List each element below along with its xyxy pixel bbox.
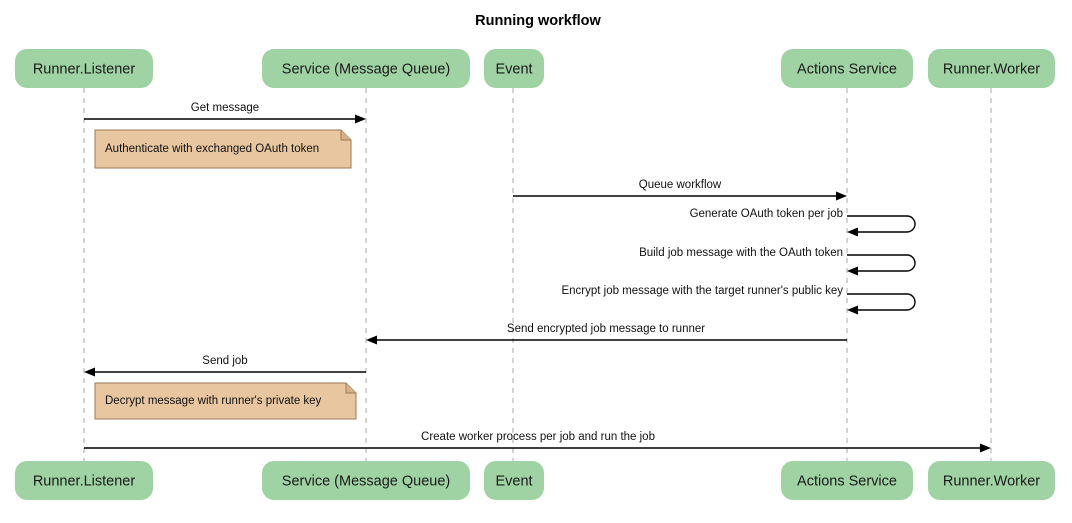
note-body (94, 129, 352, 169)
message-label: Encrypt job message with the target runn… (561, 285, 843, 297)
participant-label: Actions Service (797, 474, 897, 490)
participant-box (484, 49, 544, 88)
message-create-worker-process-per-job-and-run-the-job[interactable]: Create worker process per job and run th… (84, 431, 991, 453)
lifelines-group (83, 88, 992, 461)
participant-box (484, 461, 544, 500)
participant-label: Runner.Listener (33, 62, 136, 78)
note-decrypt-message-with-runners-private-key: Decrypt message with runner's private ke… (94, 382, 357, 420)
arrowhead (847, 305, 858, 315)
participant-label: Service (Message Queue) (282, 62, 450, 78)
participant-box (928, 461, 1055, 500)
arrowhead (836, 191, 847, 201)
participant-label: Service (Message Queue) (282, 474, 450, 490)
participant-runner-worker-header[interactable]: Runner.Worker (928, 49, 1055, 88)
message-build-job-message-with-the-oauth-token[interactable]: Build job message with the OAuth token (639, 247, 916, 276)
participant-box (262, 49, 470, 88)
participants-header-group: Runner.Listener Service (Message Queue) Ev… (15, 49, 1055, 88)
self-loop-path (847, 254, 916, 272)
participants-footer-group: Runner.Listener Service (Message Queue) Ev… (15, 461, 1055, 500)
arrowhead (355, 114, 366, 124)
participant-actions-service-header[interactable]: Actions Service (781, 49, 913, 88)
arrowhead (847, 227, 858, 237)
message-label: Generate OAuth token per job (690, 208, 843, 220)
participant-box (781, 49, 913, 88)
participant-event-header[interactable]: Event (484, 49, 544, 88)
participant-runner-worker-footer[interactable]: Runner.Worker (928, 461, 1055, 500)
participant-event-footer[interactable]: Event (484, 461, 544, 500)
message-send-job[interactable]: Send job (84, 355, 366, 377)
notes-group: Authenticate with exchanged OAuth tokenD… (94, 129, 357, 420)
message-label: Queue workflow (639, 179, 722, 191)
note-label: Decrypt message with runner's private ke… (105, 395, 322, 407)
self-loop-path (847, 293, 916, 311)
participant-runner-listener-header[interactable]: Runner.Listener (15, 49, 153, 88)
page-title: Running workflow (475, 13, 601, 29)
message-generate-oauth-token-per-job[interactable]: Generate OAuth token per job (690, 208, 916, 237)
participant-label: Actions Service (797, 62, 897, 78)
participant-box (15, 461, 153, 500)
arrowhead (84, 367, 95, 377)
note-body (94, 382, 357, 420)
participant-label: Runner.Worker (943, 474, 1040, 490)
arrowhead (980, 443, 991, 453)
message-label: Send job (202, 355, 247, 367)
note-fold-corner (345, 383, 356, 394)
message-label: Get message (191, 102, 259, 114)
arrowhead (847, 266, 858, 276)
participant-service-message-queue-header[interactable]: Service (Message Queue) (262, 49, 470, 88)
self-loop-path (847, 215, 916, 233)
message-label: Send encrypted job message to runner (507, 323, 705, 335)
participant-box (928, 49, 1055, 88)
message-get-message[interactable]: Get message (84, 102, 366, 124)
message-label: Create worker process per job and run th… (421, 431, 655, 443)
message-encrypt-job-message-with-the-target-runners-public-key[interactable]: Encrypt job message with the target runn… (561, 285, 916, 315)
participant-box (15, 49, 153, 88)
participant-box (781, 461, 913, 500)
participant-label: Runner.Listener (33, 474, 136, 490)
participant-label: Event (495, 62, 532, 78)
note-label: Authenticate with exchanged OAuth token (105, 143, 319, 155)
message-label: Build job message with the OAuth token (639, 247, 843, 259)
note-authenticate-with-exchanged-oauth-token: Authenticate with exchanged OAuth token (94, 129, 352, 169)
message-queue-workflow[interactable]: Queue workflow (513, 179, 847, 201)
participant-service-message-queue-footer[interactable]: Service (Message Queue) (262, 461, 470, 500)
participant-box (262, 461, 470, 500)
participant-label: Event (495, 474, 532, 490)
participant-label: Runner.Worker (943, 62, 1040, 78)
arrowhead (366, 335, 377, 345)
note-fold-corner (340, 130, 351, 141)
participant-actions-service-footer[interactable]: Actions Service (781, 461, 913, 500)
participant-runner-listener-footer[interactable]: Runner.Listener (15, 461, 153, 500)
message-send-encrypted-job-message-to-runner[interactable]: Send encrypted job message to runner (366, 323, 847, 345)
